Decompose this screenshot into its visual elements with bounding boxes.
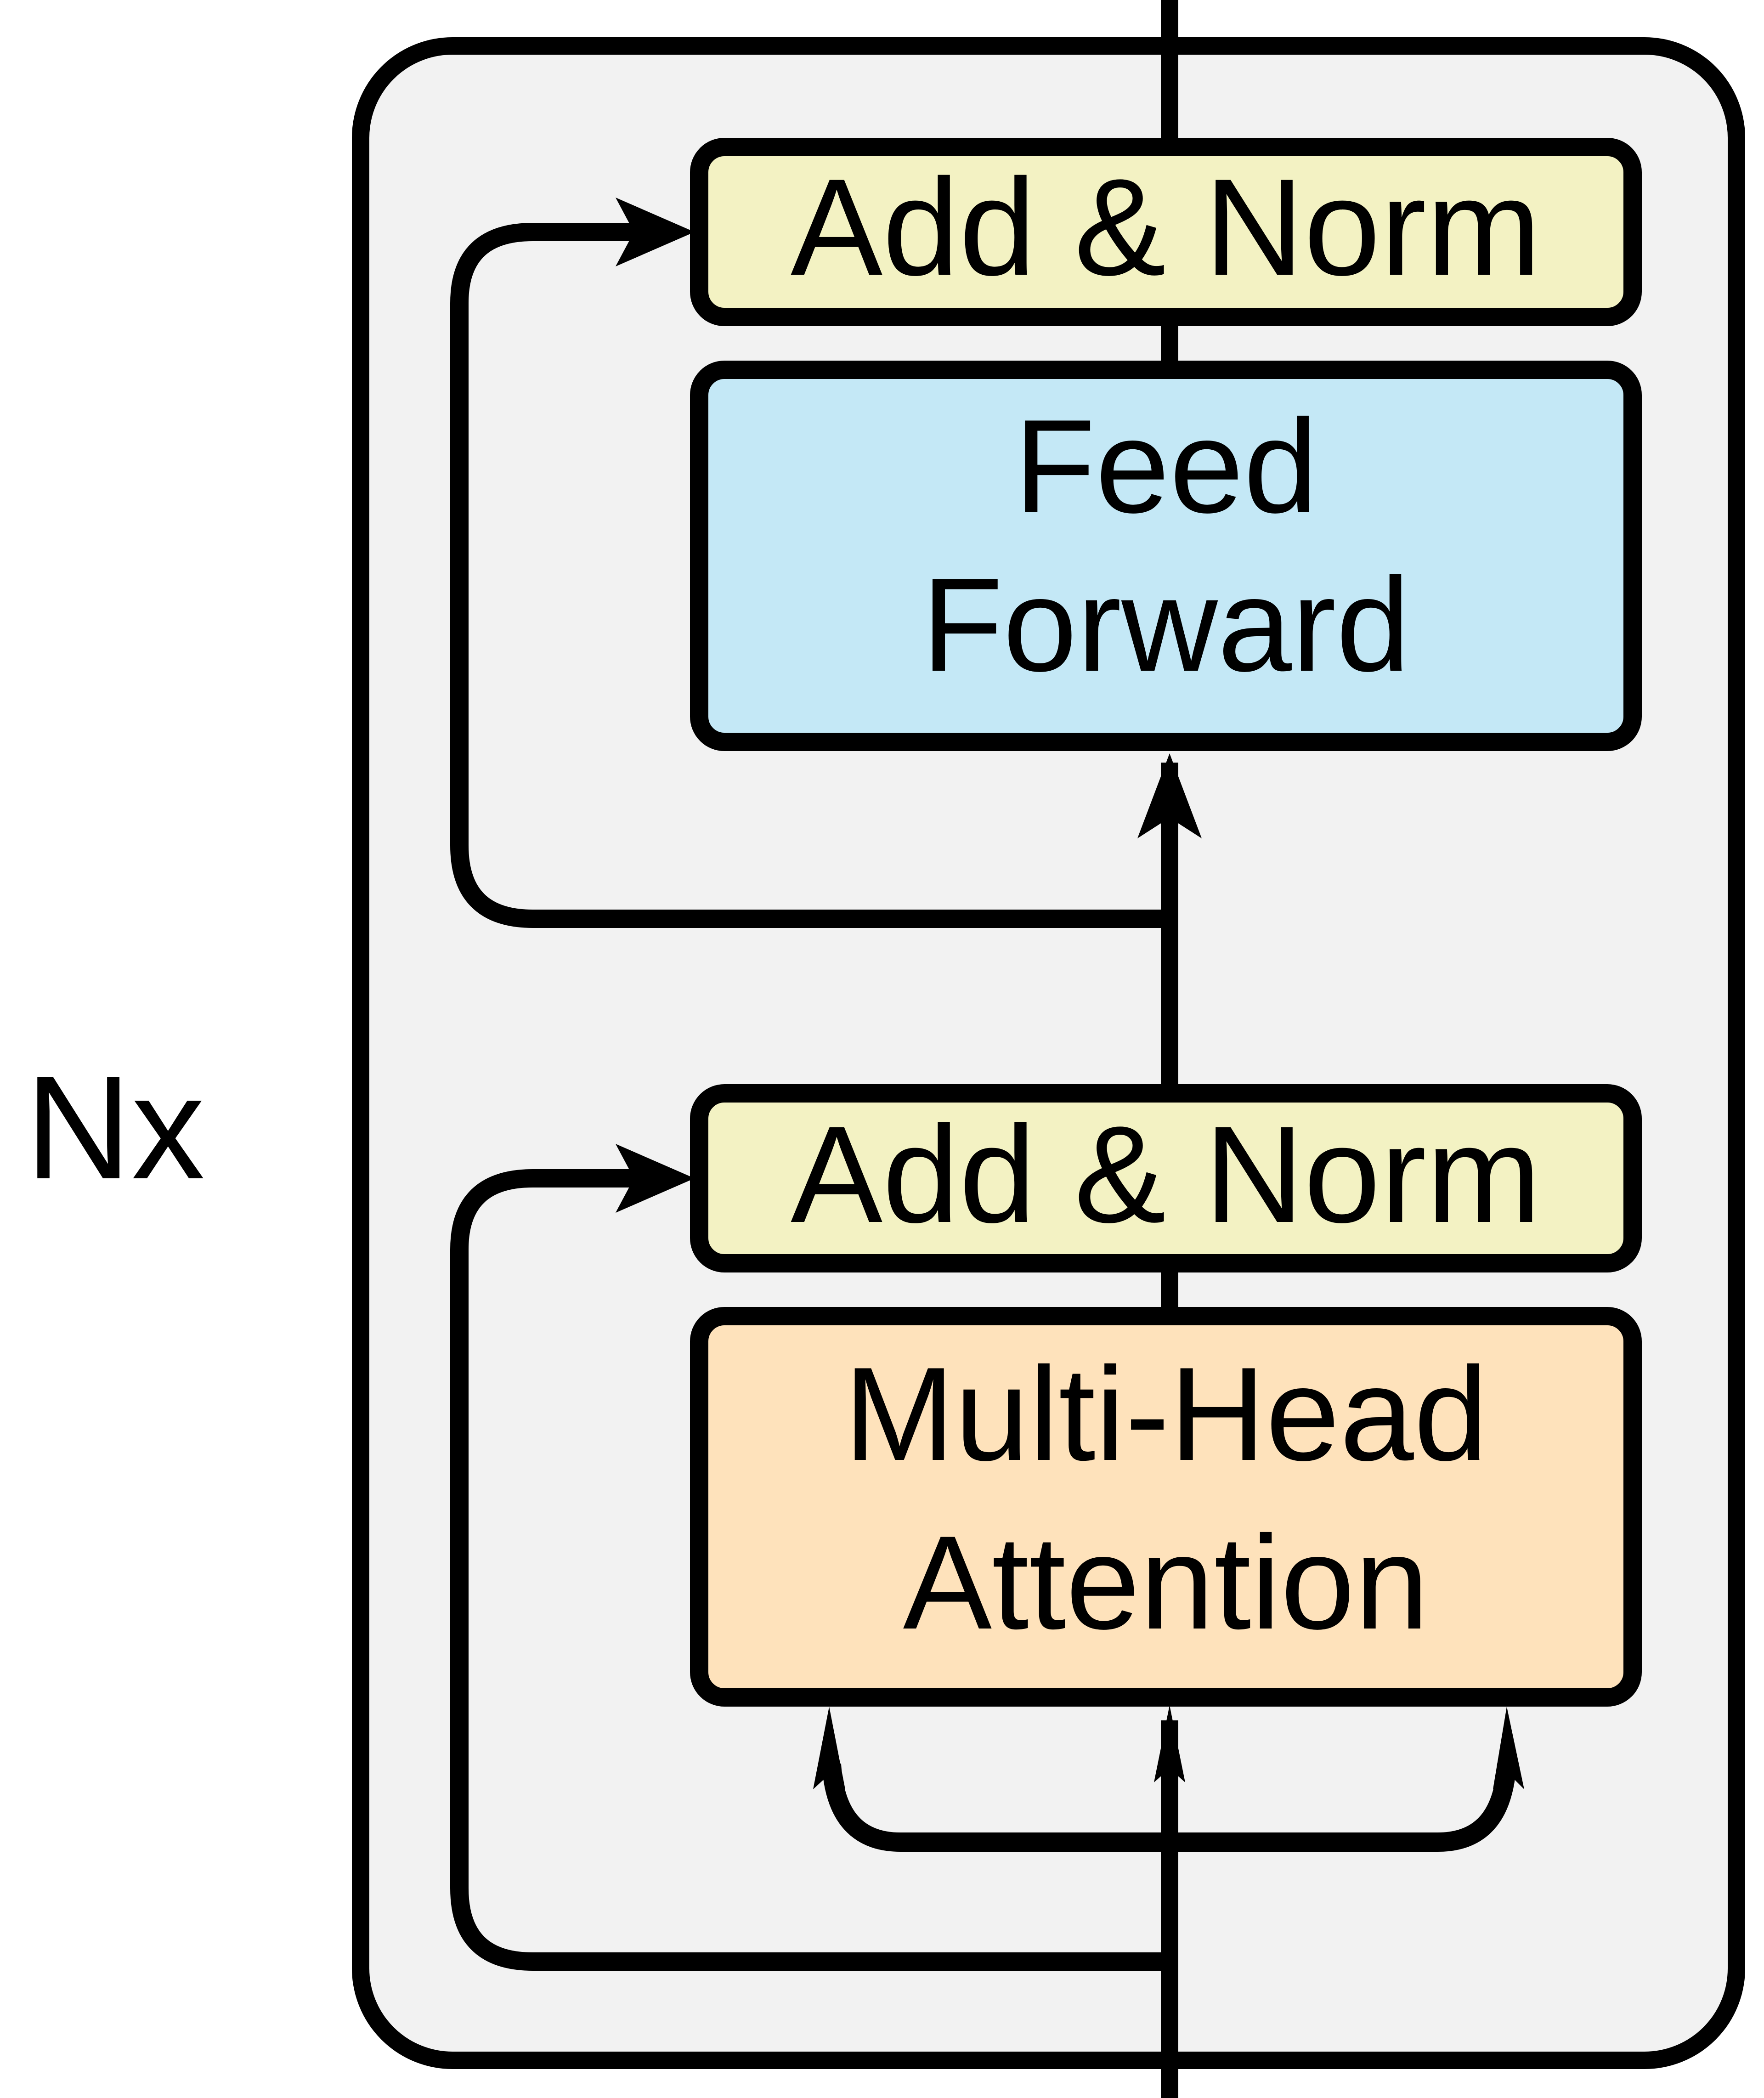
feed-forward-label-line2: Forward — [922, 550, 1410, 699]
attention-label-line1: Multi-Head — [844, 1340, 1488, 1488]
residual-path-bottom — [450, 1169, 1170, 1971]
query-arrowhead — [813, 1707, 845, 1789]
feed-forward-label-line1: Feed — [1014, 392, 1318, 541]
multi-head-attention-box — [690, 1307, 1642, 1707]
residual-path-top — [450, 223, 1170, 928]
value-arrowhead — [1154, 1705, 1185, 1782]
feed-forward-box — [690, 361, 1642, 751]
add-norm-bottom-label: Add & Norm — [791, 1097, 1541, 1251]
qkv-branch — [822, 1763, 1516, 1852]
ff-arrowhead — [1137, 753, 1202, 838]
residual-bottom-arrowhead — [616, 1144, 695, 1213]
add-norm-top-label: Add & Norm — [791, 150, 1541, 304]
residual-top-arrowhead — [616, 198, 695, 266]
repeat-label: Nx — [25, 1045, 205, 1210]
key-arrowhead — [1493, 1707, 1524, 1789]
attention-label-line2: Attention — [903, 1508, 1429, 1657]
encoder-block — [352, 37, 1745, 2069]
